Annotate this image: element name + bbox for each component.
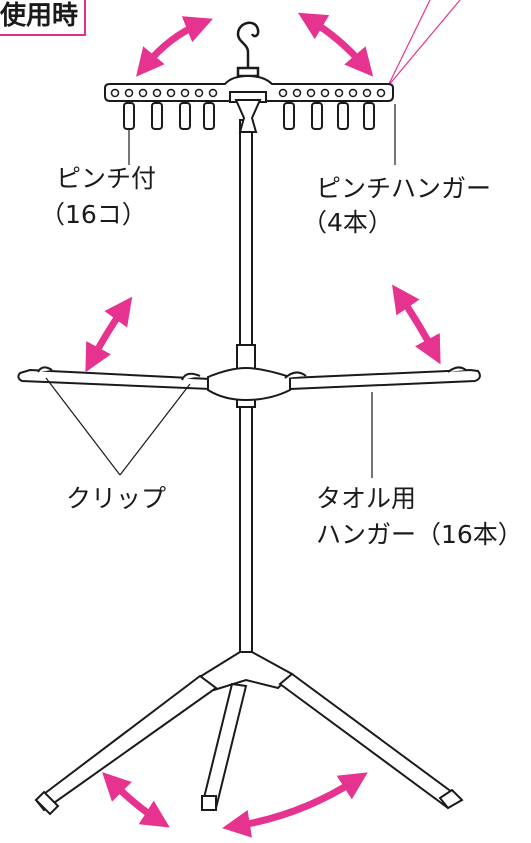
double-headed-arrow-icon: [102, 772, 170, 828]
pinch-hanger-label: ピンチハンガー: [316, 174, 492, 203]
double-headed-arrow-icon: [222, 772, 368, 838]
towel-hanger-label: タオル用: [316, 484, 417, 513]
pinch-with-label: ピンチ付: [56, 164, 157, 193]
page-title: 使用時: [0, 0, 87, 36]
tripod-leg-tips: [34, 788, 464, 816]
double-headed-arrow-icon: [136, 16, 213, 77]
towel-hanger-count-label: ハンガー（16本）: [316, 520, 523, 549]
rotation-arrows: [85, 12, 441, 838]
pinch-hanger-count-label: （4本）: [302, 208, 393, 237]
clothes-pin-icons: [123, 99, 375, 133]
clip-icons: [37, 366, 467, 381]
double-headed-arrow-icon: [85, 296, 133, 373]
hanger-hook-icon: [236, 21, 260, 78]
double-headed-arrow-icon: [392, 284, 441, 365]
double-headed-arrow-icon: [297, 12, 374, 77]
pinch-hanger-bar: [104, 74, 394, 103]
leader-lines: [45, 104, 396, 478]
pinch-holes: [110, 88, 386, 98]
tripod-base: [34, 651, 462, 812]
callout-lines: [387, 0, 461, 87]
towel-hanger-arms: [17, 366, 481, 402]
clip-label: クリップ: [66, 484, 167, 513]
pinch-count-label: （16コ）: [40, 200, 147, 229]
